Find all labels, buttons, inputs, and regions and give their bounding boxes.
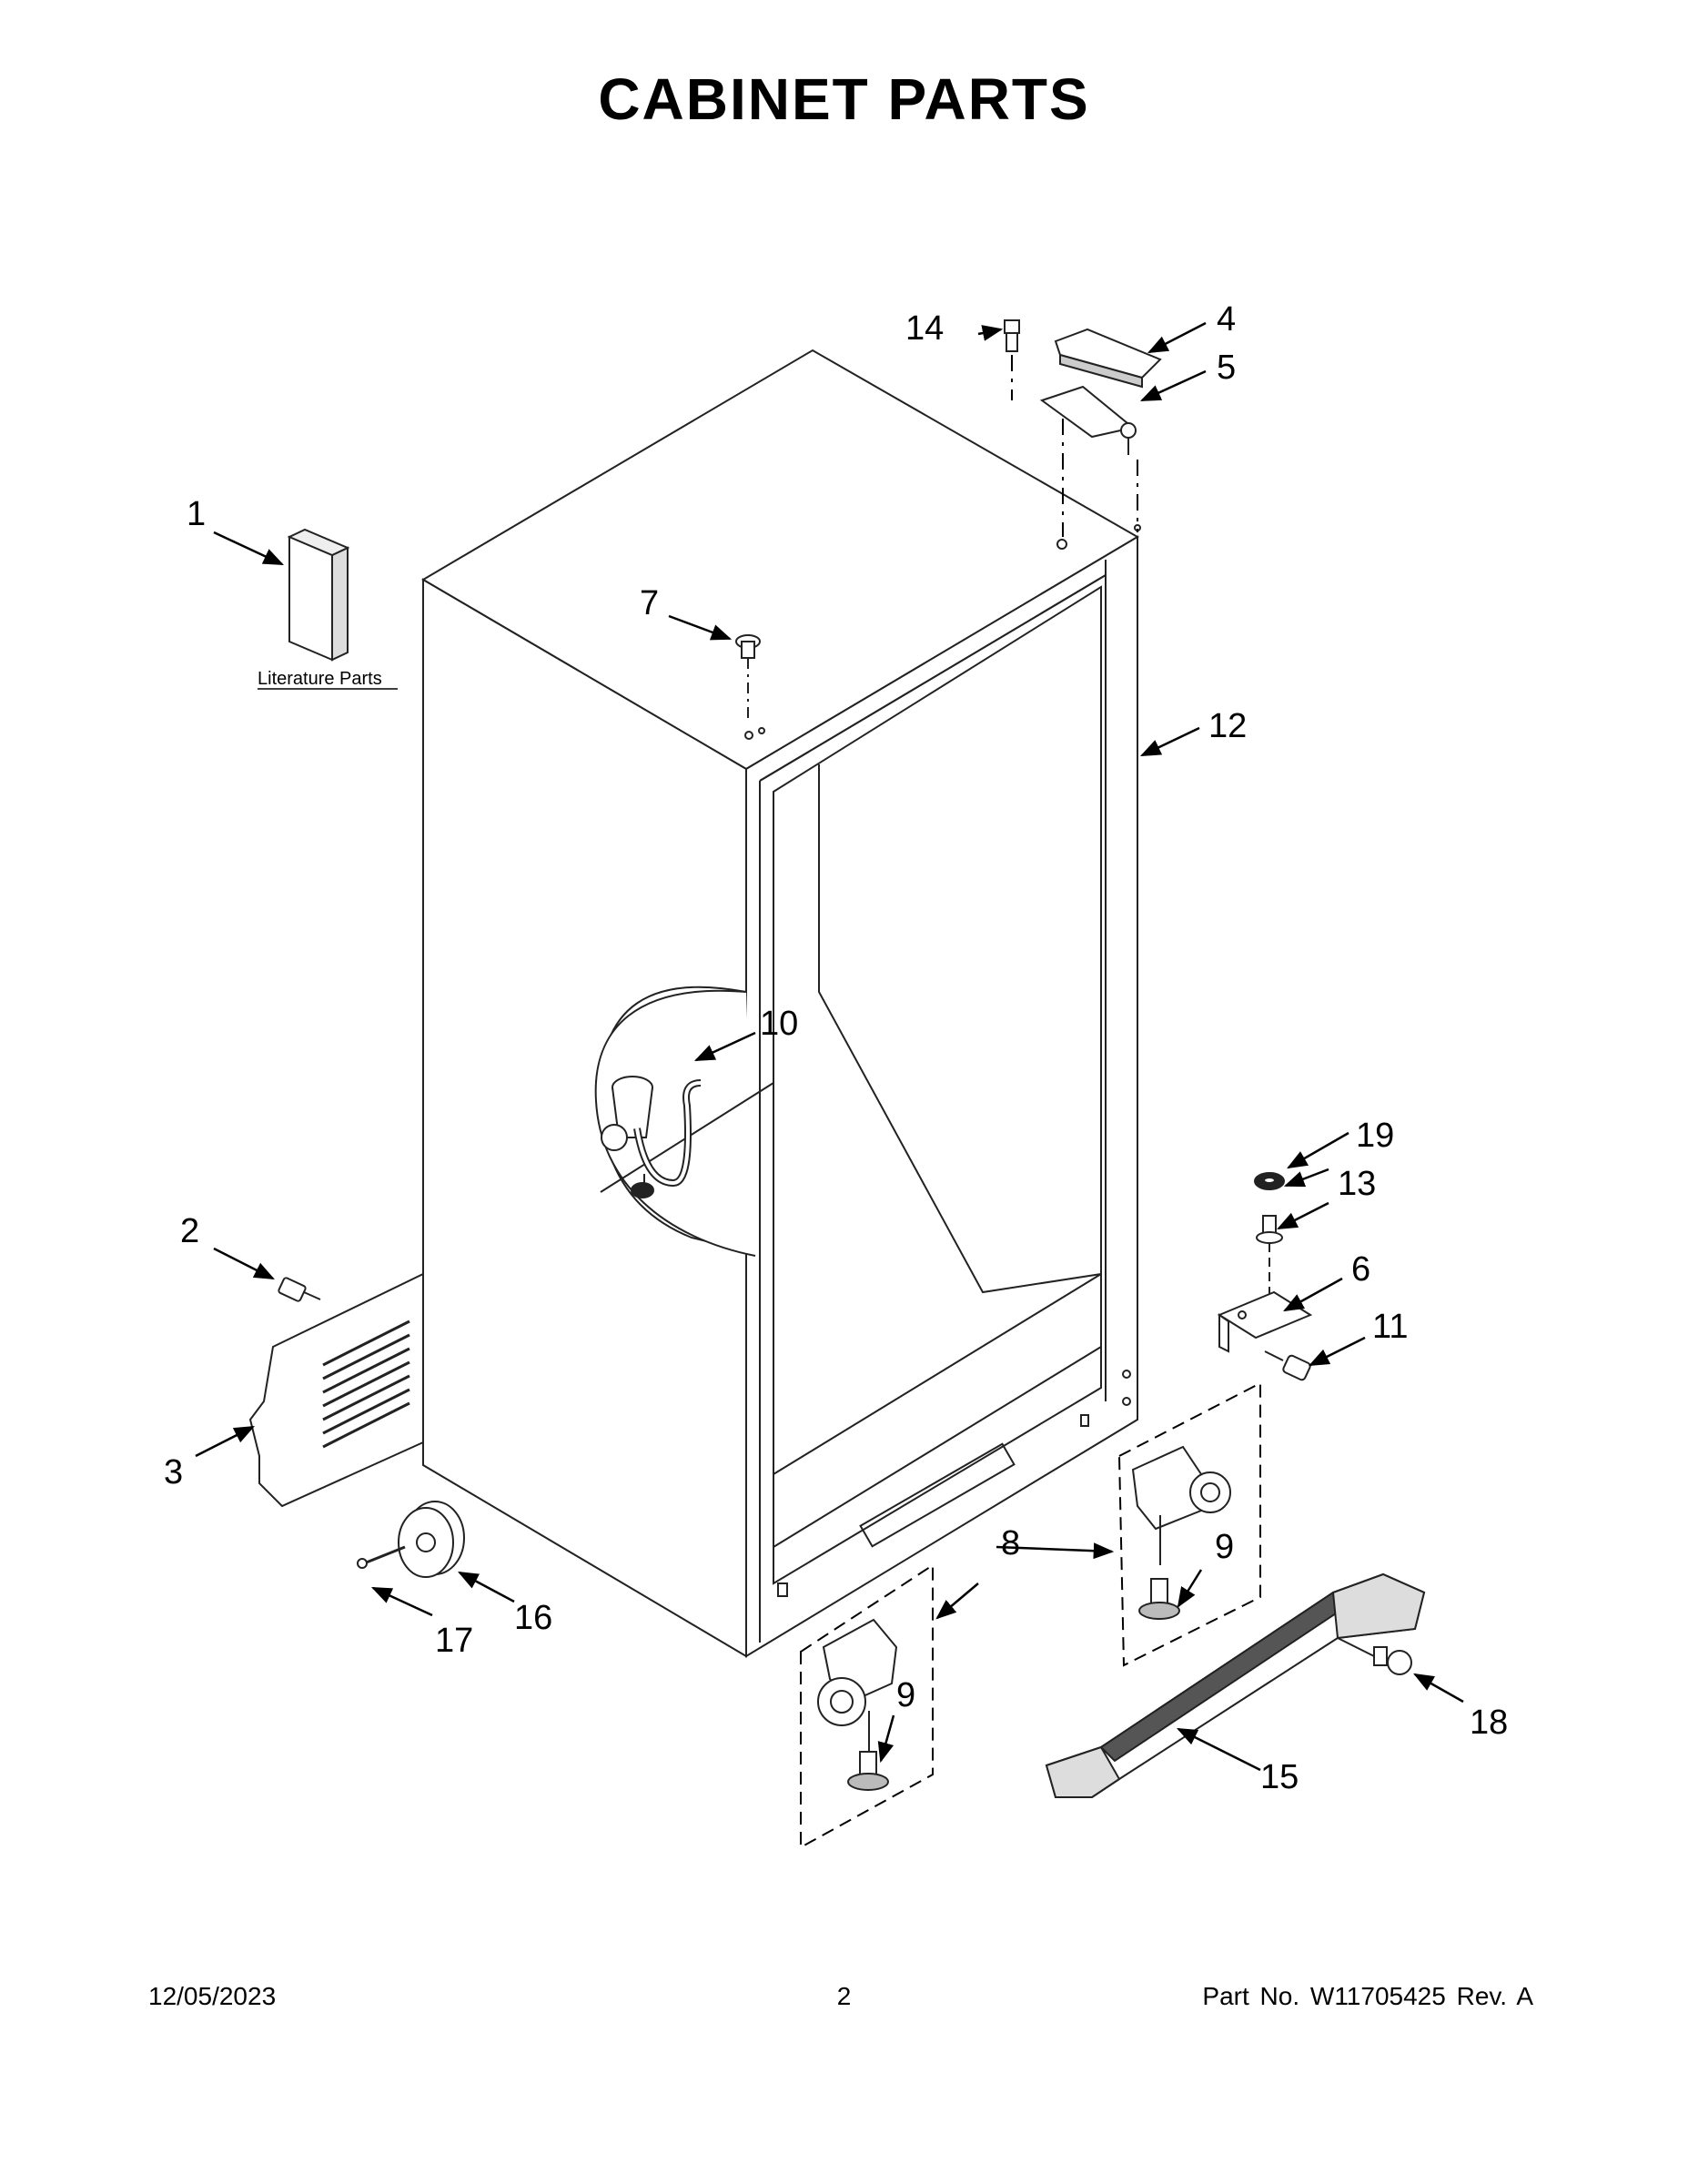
footer-page-number: 2 bbox=[836, 1982, 852, 2010]
toe-grille bbox=[1045, 1572, 1426, 1798]
roller-left bbox=[817, 1618, 898, 1791]
callout-13: 13 bbox=[1338, 1165, 1376, 1203]
callout-10: 10 bbox=[760, 1005, 798, 1043]
cabinet-body bbox=[421, 349, 1141, 1658]
callout-5: 5 bbox=[1217, 349, 1236, 387]
drain-fitting bbox=[601, 1076, 702, 1188]
leader-arrows bbox=[195, 321, 1464, 1772]
callout-6: 6 bbox=[1351, 1250, 1370, 1289]
callout-7: 7 bbox=[640, 584, 659, 622]
callout-8: 8 bbox=[1001, 1524, 1020, 1562]
literature-parts-label: Literature Parts bbox=[258, 669, 382, 689]
callout-19: 19 bbox=[1356, 1117, 1394, 1155]
callout-3: 3 bbox=[164, 1453, 183, 1491]
screw-2 bbox=[278, 1277, 321, 1302]
footer-part-number: Part No. W11705425 Rev. A bbox=[1202, 1982, 1533, 2010]
callout-4: 4 bbox=[1217, 300, 1236, 339]
roller-bracket-left bbox=[800, 1563, 934, 1849]
roller-bracket-right bbox=[1117, 1381, 1261, 1667]
callout-9-left: 9 bbox=[896, 1676, 915, 1714]
plug-7 bbox=[735, 634, 761, 719]
callout-18: 18 bbox=[1470, 1704, 1508, 1742]
callout-9-right: 9 bbox=[1215, 1528, 1234, 1566]
callout-11: 11 bbox=[1372, 1308, 1408, 1346]
lower-hinge-assembly bbox=[1217, 1172, 1313, 1381]
callout-16: 16 bbox=[514, 1599, 552, 1637]
screw-18 bbox=[1337, 1637, 1412, 1675]
literature-booklet bbox=[287, 528, 350, 662]
rear-grille-panel bbox=[248, 1272, 424, 1508]
callout-2: 2 bbox=[180, 1212, 199, 1250]
rear-wheel bbox=[357, 1501, 465, 1578]
callout-17: 17 bbox=[435, 1622, 473, 1660]
screw-14 bbox=[1004, 319, 1020, 352]
page-title: CABINET PARTS bbox=[598, 66, 1090, 132]
callout-15: 15 bbox=[1260, 1758, 1299, 1796]
callout-1: 1 bbox=[187, 495, 206, 533]
hinge-cover bbox=[1054, 328, 1162, 389]
top-hinge bbox=[1039, 385, 1137, 455]
hinge-alignment-lines bbox=[1011, 355, 1138, 537]
roller-right bbox=[1131, 1445, 1231, 1620]
footer-date: 12/05/2023 bbox=[148, 1982, 277, 2010]
callout-14: 14 bbox=[905, 309, 944, 348]
callout-12: 12 bbox=[1208, 707, 1247, 745]
